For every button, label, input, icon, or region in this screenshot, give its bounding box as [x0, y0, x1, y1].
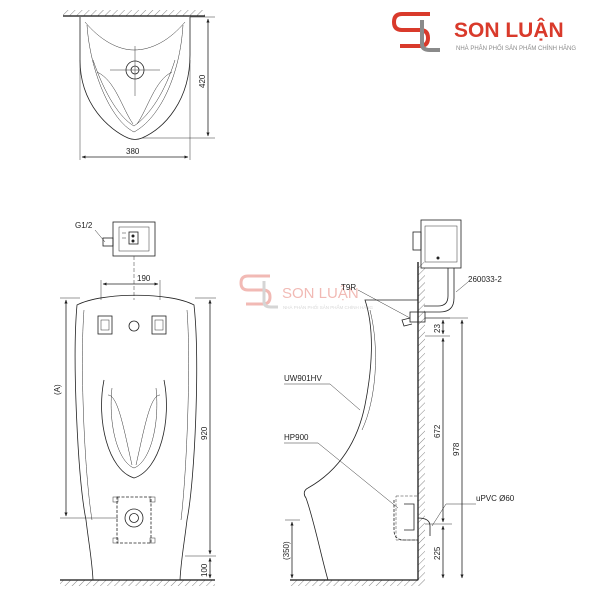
label-pipe: 260033-2 — [468, 275, 502, 284]
watermark-tagline: NHÀ PHÂN PHỐI SẢN PHẨM CHÍNH HÃNG — [283, 304, 374, 310]
label-inlet: G1/2 — [75, 221, 93, 230]
dim-top-width: 380 — [126, 147, 140, 156]
dim-floor: 100 — [200, 563, 209, 577]
label-sensor: T9R — [341, 283, 356, 292]
dim-top-depth: 420 — [198, 74, 207, 88]
top-view: 420 380 — [63, 10, 215, 160]
trap-front — [116, 496, 152, 544]
dim-a: (A) — [53, 384, 62, 395]
brand-logo-mark — [391, 12, 440, 52]
dim-672: 672 — [433, 424, 442, 438]
sensor-icon — [128, 231, 139, 245]
label-trap: HP900 — [284, 433, 309, 442]
dim-height: 920 — [200, 426, 209, 440]
side-view: T9R 260033-2 UW901HV HP900 uPVC Ø60 23 6… — [282, 219, 515, 586]
dim-350: (350) — [282, 541, 291, 560]
dim-23: 23 — [433, 324, 442, 333]
urinal-top-outline — [79, 17, 191, 140]
label-urinal: UW901HV — [284, 374, 322, 383]
brand-tagline: NHÀ PHÂN PHỐI SẢN PHẨM CHÍNH HÃNG — [456, 45, 576, 52]
brand-logo: SON LUẬN NHÀ PHÂN PHỐI SẢN PHẨM CHÍNH HÃ… — [391, 12, 576, 52]
label-drain: uPVC Ø60 — [476, 494, 515, 503]
urinal-side-outline — [303, 299, 419, 581]
drain-elbow — [393, 500, 418, 541]
spreader-icon — [128, 320, 140, 332]
dim-center: 190 — [137, 274, 151, 283]
front-view: G1/2 190 — [53, 221, 216, 586]
watermark: SON LUẬN NHÀ PHÂN PHỐI SẢN PHẨM CHÍNH HÃ… — [239, 274, 374, 310]
brand-name: SON LUẬN — [454, 18, 564, 42]
valve-box — [420, 219, 462, 269]
urinal-front-outline — [74, 294, 198, 581]
dim-978: 978 — [452, 442, 461, 456]
dim-225: 225 — [433, 546, 442, 560]
watermark-name: SON LUẬN — [282, 285, 359, 302]
